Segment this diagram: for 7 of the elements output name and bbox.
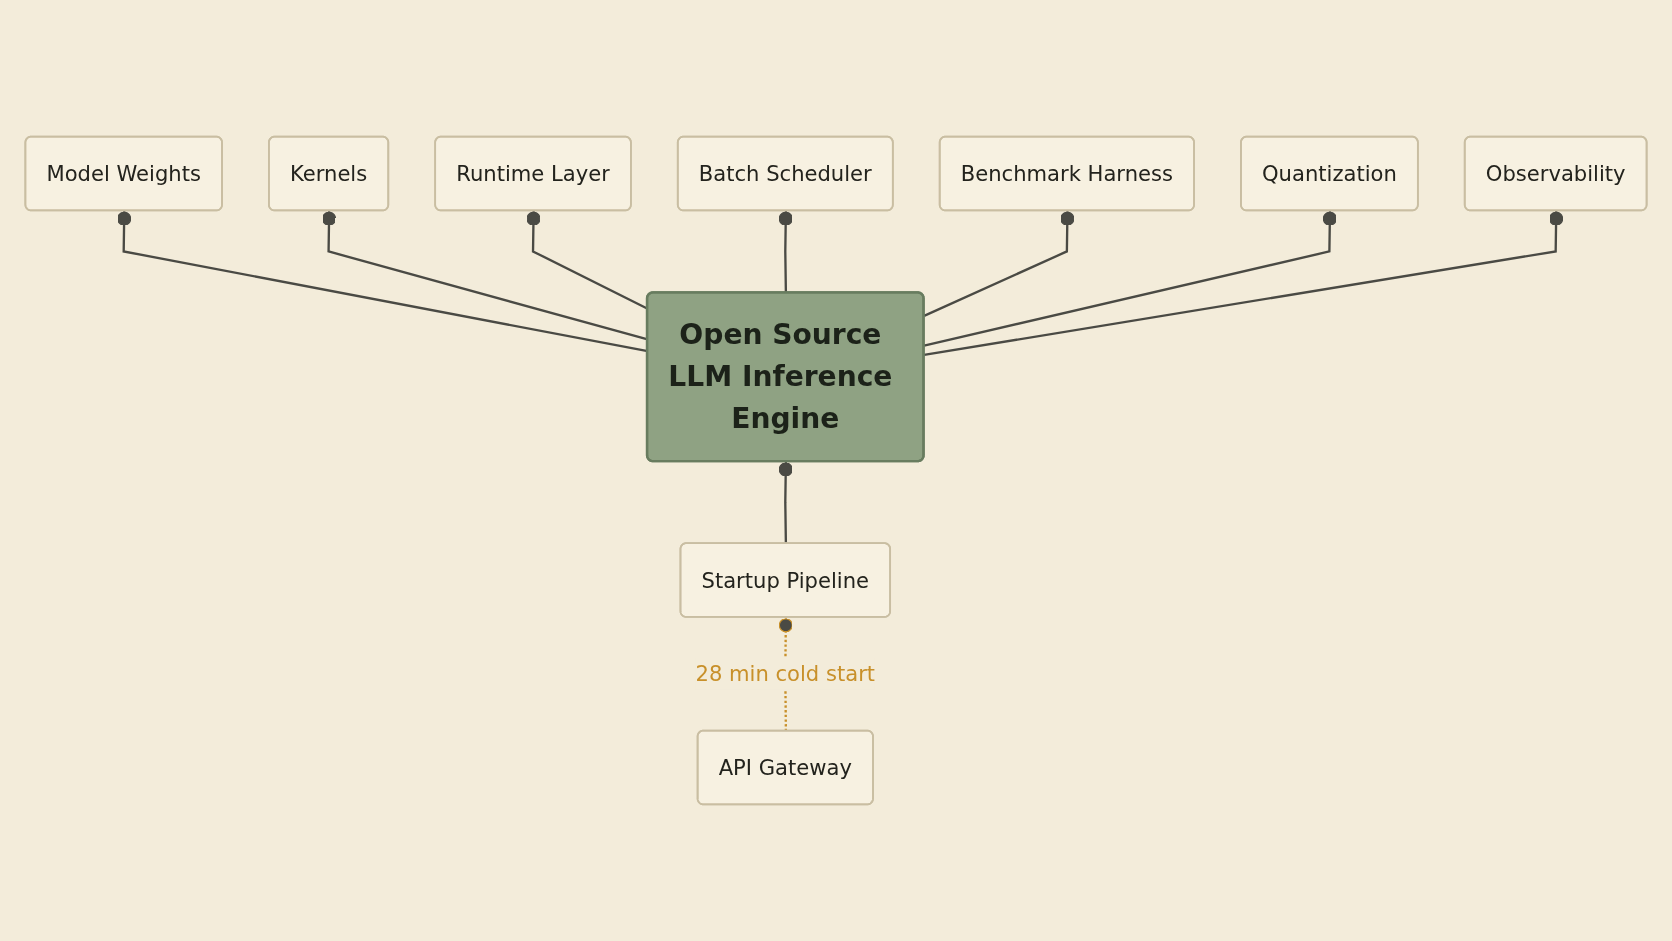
connector <box>778 461 793 544</box>
edge-label: 28 min cold start <box>695 661 876 687</box>
connector <box>923 211 1337 347</box>
connector <box>923 211 1075 317</box>
connector <box>923 211 1564 357</box>
connector <box>321 211 648 341</box>
connector <box>117 211 648 353</box>
